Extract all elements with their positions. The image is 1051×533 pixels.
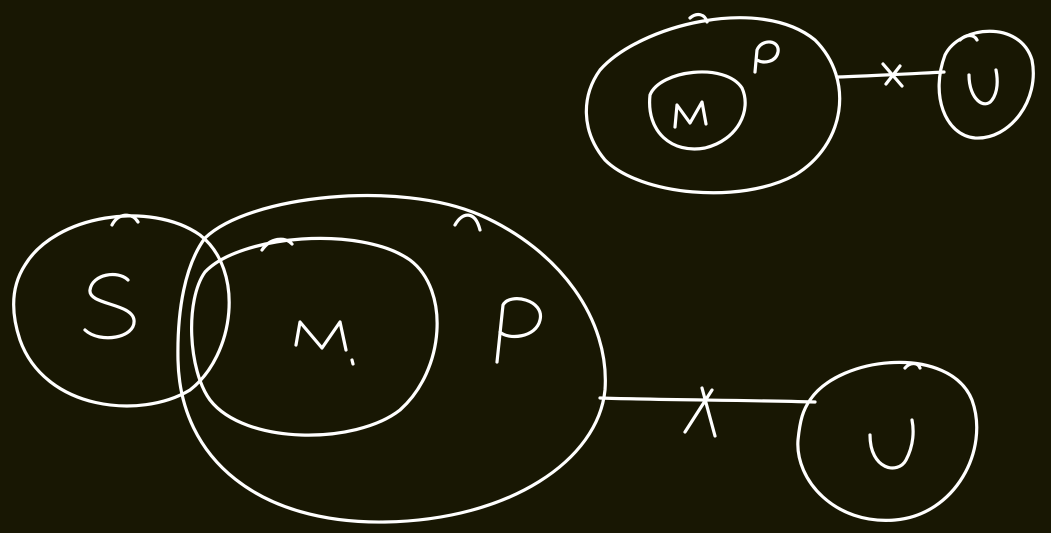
p-letter [495,297,542,364]
small-link-label: x [891,68,901,84]
small-p-circle-tick [688,12,709,24]
m-letter-dot [350,358,355,366]
small-middle-label: M [690,104,706,125]
small-link-mark [881,62,904,88]
small-link-line [836,70,946,79]
p-circle [176,193,607,524]
link-line [598,396,817,404]
s-circle-tick [110,213,140,227]
small-universe-label: U [985,79,998,100]
m-circle [190,236,439,437]
link-mark [683,386,717,438]
u-letter [868,418,915,470]
large-diagram [12,193,979,524]
s-letter [83,272,136,340]
small-m-letter [673,100,708,129]
u-circle-tick [903,361,922,370]
small-predicate-label: P [765,44,776,65]
small-m-circle [648,70,747,151]
link-label: X [699,404,713,425]
small-u-circle-tick [958,33,979,42]
m-circle-tick [260,237,294,252]
small-p-circle [584,16,842,195]
m-letter [294,320,348,352]
u-circle [796,360,979,522]
small-u-circle [937,29,1035,140]
small-diagram [584,12,1035,195]
small-u-letter [967,68,999,106]
predicate-label: P [515,318,530,346]
subject-label: S [108,298,123,326]
universe-label: U [890,433,908,461]
p-circle-tick [453,213,482,232]
middle-label: M [320,323,341,351]
small-p-letter [753,40,780,74]
